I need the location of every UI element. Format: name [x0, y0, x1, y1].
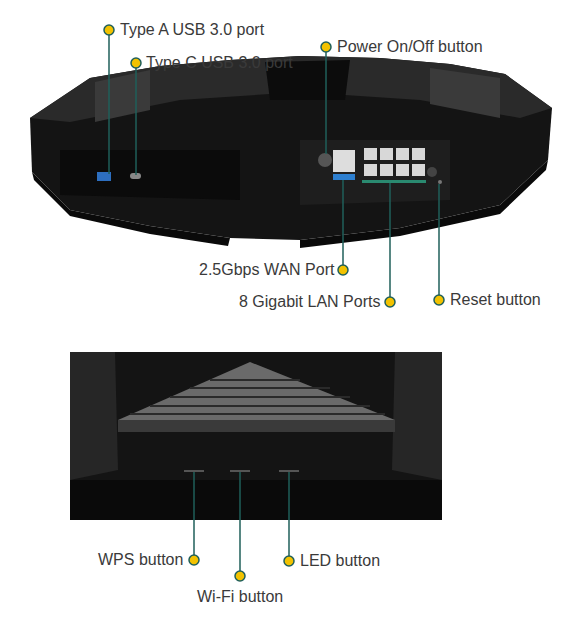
wifi-button — [230, 470, 250, 472]
wan-port — [333, 150, 355, 172]
callout-label: 2.5Gbps WAN Port — [199, 260, 334, 280]
callout-label: WPS button — [98, 550, 183, 570]
power-jack — [427, 167, 437, 177]
callout-label: Power On/Off button — [337, 37, 483, 57]
front-ledge — [118, 420, 395, 432]
port-panel — [300, 140, 450, 205]
lan-strip — [362, 180, 426, 183]
led-button — [279, 470, 299, 472]
callout-label: 8 Gigabit LAN Ports — [239, 292, 380, 312]
router-base — [300, 160, 548, 248]
lan-ports — [364, 148, 425, 176]
callout-dots — [104, 25, 444, 581]
wan-port-tag — [333, 174, 355, 180]
port-panel — [60, 150, 240, 200]
vent-grille — [118, 362, 395, 420]
callout-label: Type A USB 3.0 port — [120, 20, 264, 40]
router-antenna — [392, 352, 442, 480]
vent-stripes — [130, 380, 385, 414]
wps-button — [184, 470, 204, 472]
router-front — [70, 352, 442, 520]
leader-lines — [109, 30, 439, 576]
callout-label: Wi-Fi button — [197, 587, 283, 607]
router-body — [70, 352, 442, 520]
callout-label: Type C USB 3.0 port — [146, 53, 293, 73]
power-button — [318, 153, 332, 167]
callout-label: LED button — [300, 551, 380, 571]
callout-label: Reset button — [450, 290, 541, 310]
router-base — [32, 172, 230, 246]
router-antenna — [430, 68, 500, 118]
router-antenna — [70, 352, 118, 480]
router-antenna — [95, 70, 150, 122]
router-base — [70, 480, 442, 520]
reset-hole — [438, 180, 442, 184]
